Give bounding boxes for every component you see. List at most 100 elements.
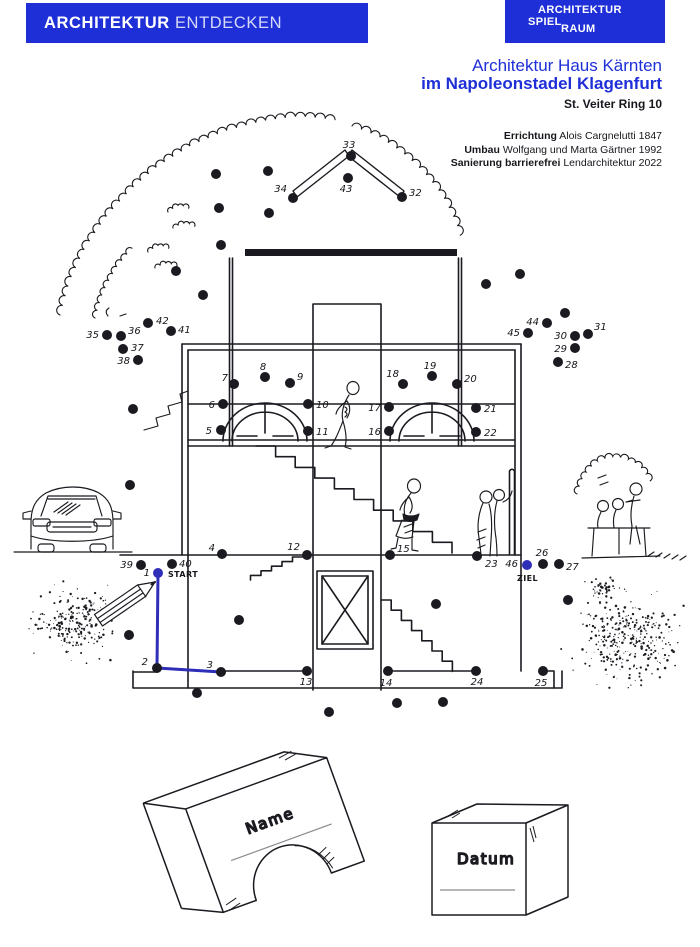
freehand-sketches (13, 307, 687, 627)
splatter-dot (635, 640, 638, 644)
splatter-dot (630, 601, 632, 603)
splatter-dot (652, 612, 655, 615)
splatter-dot (94, 633, 96, 635)
splatter-dot (630, 638, 633, 641)
splatter-dot (594, 592, 596, 594)
splatter-dot (615, 622, 618, 625)
splatter-dot (597, 592, 601, 595)
dot-number-label: 42 (156, 316, 169, 327)
splatter-dot (594, 585, 596, 588)
splatter-dot (601, 653, 603, 655)
splatter-dot (50, 628, 52, 630)
dot-number-label: 44 (526, 317, 539, 328)
splatter-dot (641, 616, 644, 619)
puzzle-dot (538, 666, 548, 676)
splatter-dot (68, 641, 71, 644)
splatter-dot (39, 627, 42, 630)
splatter-dot (621, 641, 624, 645)
puzzle-dot (303, 426, 313, 436)
splatter-dot (78, 626, 81, 628)
splatter-dot (655, 622, 657, 624)
splatter-dot (637, 628, 640, 631)
dot-number-label: 38 (117, 356, 130, 367)
splatter-dot (632, 635, 635, 638)
splatter-dot (623, 633, 626, 636)
splatter-dot (593, 617, 595, 620)
splatter-dot (634, 629, 636, 631)
splatter-dot (69, 631, 71, 633)
splatter-dot (649, 619, 651, 621)
dot-number-label: 13 (300, 677, 313, 688)
splatter-dot (572, 669, 574, 671)
splatter-dot (85, 662, 88, 665)
splatter-dot (599, 653, 602, 656)
splatter-dot (100, 607, 101, 609)
dot-number-label: 1 (144, 568, 150, 579)
splatter-dot (618, 640, 621, 642)
splatter-dot (85, 608, 88, 611)
splatter-dot (652, 651, 655, 654)
splatter-dot (627, 614, 630, 617)
splatter-dot (79, 630, 83, 634)
splatter-dot (64, 617, 67, 621)
splatter-dot (49, 620, 51, 622)
stairs-doodle-left (143, 390, 189, 431)
splatter-dot (606, 617, 609, 619)
splatter-dot (647, 640, 650, 642)
splatter-dot (597, 641, 600, 643)
splatter-dot (608, 686, 611, 689)
splatter-dot (606, 658, 609, 661)
splatter-dot (611, 626, 614, 629)
credit-label: Errichtung (503, 130, 557, 142)
splatter-dot (89, 610, 91, 612)
splatter-dot (84, 635, 86, 637)
splatter-dot (645, 630, 647, 632)
splatter-dot (659, 662, 662, 664)
splatter-dot (635, 667, 638, 670)
splatter-dot (613, 641, 616, 644)
splatter-dot (57, 634, 60, 637)
splatter-dot (598, 601, 602, 604)
splatter-dot (65, 650, 68, 654)
puzzle-dot (217, 549, 227, 559)
splatter-dot (644, 668, 648, 671)
credit-row: Errichtung Alois Cargnelutti 1847 (421, 130, 662, 144)
splatter-dot (607, 586, 610, 589)
splatter-dot (597, 648, 600, 651)
splatter-dot (607, 657, 610, 660)
splatter-dot (632, 607, 634, 609)
puzzle-dot (471, 403, 481, 413)
splatter-dot (658, 636, 660, 638)
puzzle-dot (260, 372, 270, 382)
banner-light-text: ENTDECKEN (174, 14, 283, 32)
splatter-dot (83, 613, 85, 615)
puzzle-dot (302, 666, 312, 676)
splatter-dot (640, 647, 643, 650)
puzzle-dot (143, 318, 153, 328)
splatter-dot (632, 643, 635, 646)
decoy-dot (171, 266, 181, 276)
splatter-dot (616, 650, 619, 654)
splatter-dot (72, 644, 74, 647)
splatter-dot (93, 609, 96, 612)
dot-number-label: 5 (206, 426, 212, 437)
tree-squiggle (172, 220, 196, 229)
dot-number-label: 27 (566, 562, 579, 573)
splatter-dot (646, 614, 650, 618)
dot-number-label: 35 (86, 330, 99, 341)
dot-number-label: 9 (297, 372, 303, 383)
splatter-dot (645, 648, 648, 652)
splatter-dot (657, 660, 658, 662)
splatter-dot (617, 637, 619, 639)
puzzle-dot (118, 344, 128, 354)
splatter-dot (85, 618, 88, 620)
splatter-dot (650, 649, 653, 651)
splatter-dot (46, 626, 48, 629)
page-title-line1: Architektur Haus Kärnten (472, 56, 662, 75)
splatter-dot (77, 622, 80, 624)
splatter-dot (30, 617, 32, 620)
splatter-dot (72, 612, 75, 614)
splatter-dot (642, 624, 645, 627)
splatter-dot (37, 627, 40, 630)
puzzle-dot (133, 355, 143, 365)
